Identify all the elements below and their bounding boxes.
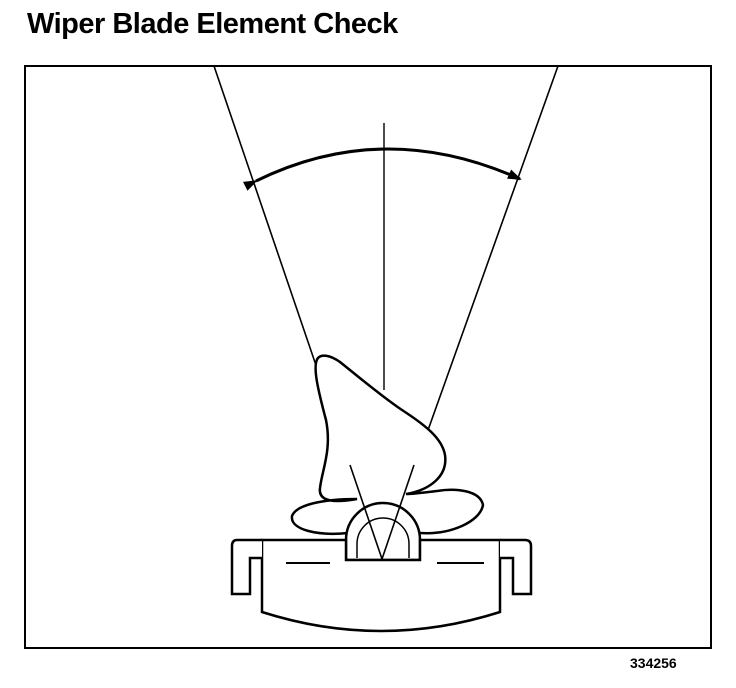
- right-clip: [500, 538, 533, 596]
- left-angle-line-end: [349, 464, 383, 560]
- right-angle-line-end: [381, 464, 415, 560]
- page-title: Wiper Blade Element Check: [27, 8, 398, 40]
- figure-id: 334256: [630, 655, 677, 671]
- diagram-frame: [24, 65, 712, 649]
- blade-hub: [344, 501, 422, 562]
- left-clip: [230, 538, 262, 596]
- blade-hub-inner: [356, 517, 410, 558]
- angle-arc-arrow: [243, 147, 522, 191]
